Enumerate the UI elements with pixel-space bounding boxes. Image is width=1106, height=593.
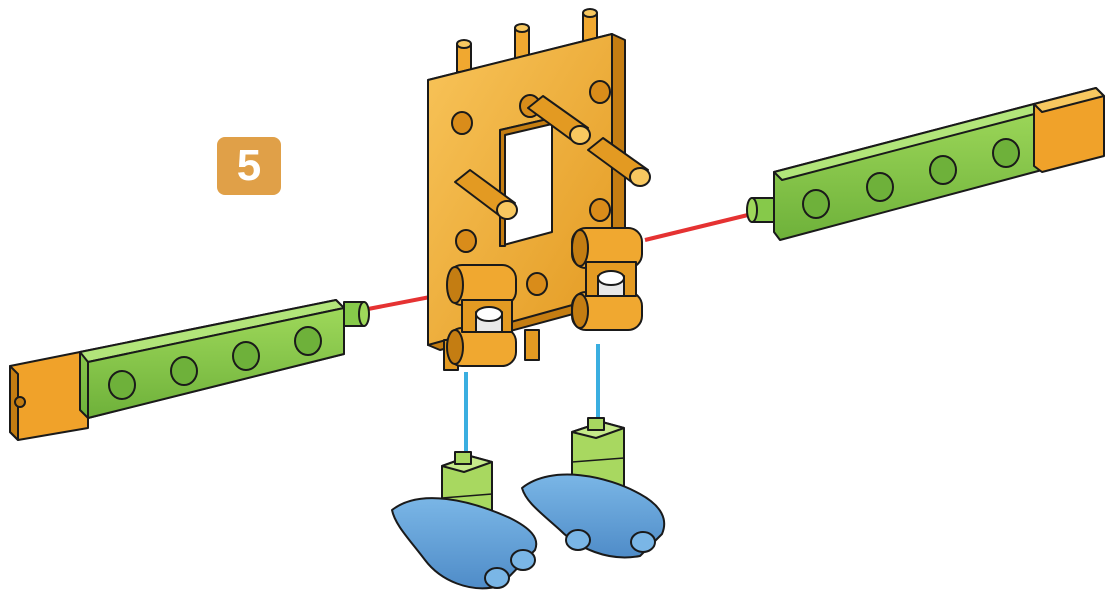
right-arm-guide [645, 214, 752, 240]
left-foot-base [392, 498, 536, 588]
left-beam-end-cap [10, 352, 88, 440]
step-number-badge: 5 [217, 137, 281, 195]
right-foot [522, 418, 664, 557]
left-beam [10, 300, 369, 440]
frame-window [500, 118, 552, 246]
left-foot [392, 452, 536, 588]
right-beam [747, 88, 1104, 240]
